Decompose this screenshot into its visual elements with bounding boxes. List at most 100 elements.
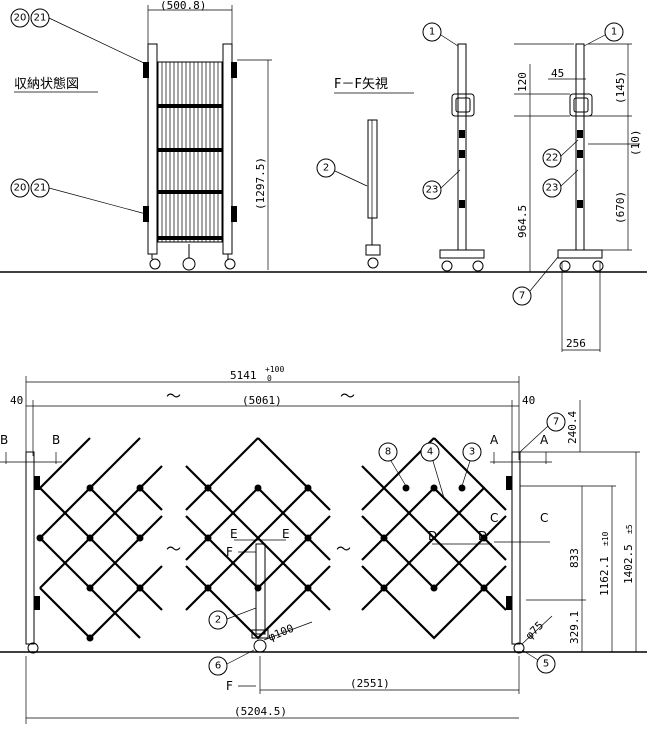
caster-wheel [149,258,161,270]
lattice-bar [185,536,331,590]
pivot [86,484,94,492]
section-e-left: E [230,527,238,541]
callout-bubble [422,180,442,200]
dim-329-1: 329.1 [568,611,581,644]
lattice-bar [307,587,331,611]
dim-5061: (5061) [242,394,282,407]
section-c-left: C [490,511,498,525]
callout-4: 4 [427,447,433,458]
side-handle [451,93,475,117]
callout-2: 2 [215,615,221,626]
callout-21: 21 [34,183,47,194]
storage-view: 収納状態図 (500.8) [10,0,272,271]
break-mark: ～ [166,387,181,405]
lattice-left [36,437,163,642]
dim-256: 256 [566,337,586,350]
pivot [86,584,94,592]
side-view-2: 1 22 23 7 120 964.5 45 (145) (10) (670) [512,22,642,352]
callout-3: 3 [469,447,475,458]
phi-75-leader [521,615,553,645]
cross-bar [158,190,222,194]
callout-1: 1 [611,27,617,38]
leader-line [226,607,257,620]
pivot [380,584,388,592]
pivot [204,584,212,592]
leader-line [334,170,368,187]
right-post [222,43,233,255]
phi-100-leader [263,621,313,641]
dim-240-4: 240.4 [566,411,579,444]
storage-view-label: 収納状態図 [14,76,79,92]
dim-1162-tol: ±10 [601,531,610,546]
callout-23: 23 [546,183,559,194]
leader-line [440,169,461,189]
dim-833: 833 [568,548,581,568]
callout-bubble [378,442,398,462]
pivot [136,534,144,542]
break-mark: ～ [166,540,181,558]
break-mark: ～ [336,540,351,558]
caster-wheel [27,642,39,654]
pivot [402,484,410,492]
callout-bubble [422,22,442,42]
leader-line [560,169,579,187]
pivot [204,484,212,492]
folded-lattice [143,61,237,243]
clamp [459,150,465,158]
leader-line [519,425,549,453]
callout-bubble [208,656,228,676]
pivot [136,584,144,592]
lattice-bar [383,587,485,640]
lattice-bar [361,437,435,490]
callout-bubble [542,148,562,168]
caster-wheel [441,260,453,272]
dim-5141-sup: +100 [265,365,284,374]
callout-2: 2 [323,163,329,174]
lattice-bar [39,587,141,640]
callout-bubble [316,158,336,178]
callout-bubble [546,412,566,432]
lattice-bar [139,587,163,611]
section-c-right: C [540,511,548,525]
lattice-bar [361,587,385,611]
section-d-left: D [428,529,437,543]
section-d-right: D [478,529,487,543]
dim-1402-tol: ±5 [625,524,634,534]
left-post [147,43,158,255]
left-end-post [25,451,35,645]
callout-5: 5 [543,659,549,670]
lattice-bar [185,536,331,590]
callout-20-21-bottom: 20 21 [10,178,147,215]
lattice-bar [185,486,331,540]
dim-500-8: (500.8) [160,0,206,12]
hinge [231,62,237,78]
dim-1297-5: (1297.5) [254,157,267,210]
hinge [34,596,40,610]
lattice-bar [39,486,163,540]
clamp [459,130,465,138]
callout-bubble [10,8,30,28]
clamp [577,130,583,138]
caster-wheel [513,642,525,654]
pivot [86,634,94,642]
ff-view: F－F矢視 2 [316,77,414,269]
ff-base [365,244,381,256]
side-handle-inner [455,97,471,113]
pivot [458,484,466,492]
section-b-right: B [52,433,60,447]
ff-post [367,119,378,219]
clamp [459,200,465,208]
dim-5141: 5141 [230,369,257,382]
leader-line [48,187,147,215]
lattice-bar [89,487,163,540]
cross-bar [158,104,222,108]
dim-1162-1: 1162.1 [598,556,611,596]
ff-view-label: F－F矢視 [334,77,388,92]
lattice-middle [185,437,331,640]
lattice-bar [361,536,507,590]
pivot [204,534,212,542]
section-f-top: F [226,545,233,559]
pivot [380,534,388,542]
callout-20: 20 [14,183,27,194]
callout-bubble [10,178,30,198]
